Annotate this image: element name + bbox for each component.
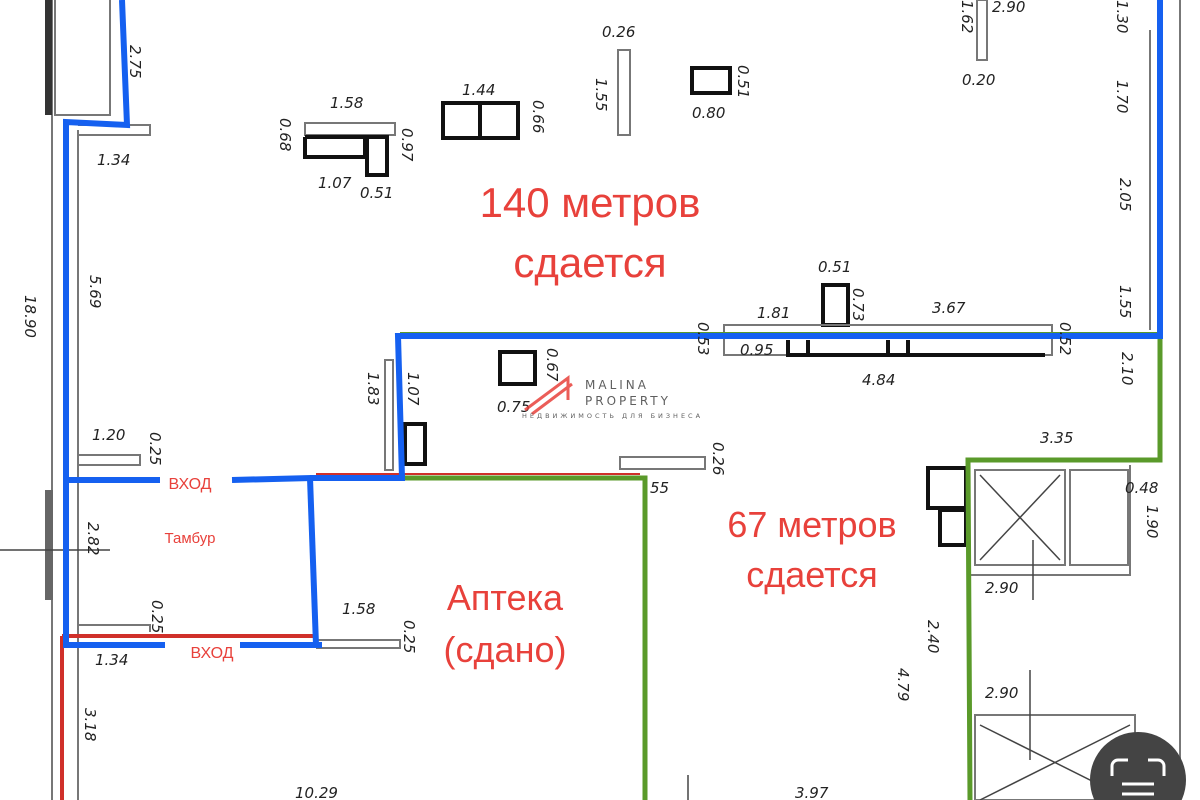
logo-tagline: НЕДВИЖИМОСТЬ ДЛЯ БИЗНЕСА <box>522 412 703 420</box>
dimension: 0.80 <box>692 104 725 122</box>
dimension: 2.82 <box>84 522 102 555</box>
dimension: 2.90 <box>992 0 1025 16</box>
dimension: 0.51 <box>818 258 851 276</box>
dimension: 1.55 <box>592 78 610 111</box>
dimension: 0.25 <box>146 432 164 465</box>
scan-text-button[interactable] <box>1090 732 1186 800</box>
dimension: 4.84 <box>862 371 895 389</box>
dimension: 0.95 <box>740 341 773 359</box>
dimension: 2.05 <box>1116 178 1134 211</box>
zone-pharmacy-outline <box>60 473 640 800</box>
dimension: 0.26 <box>709 442 727 475</box>
dimension: 1.30 <box>1113 0 1131 33</box>
vestibule-label: Тамбур <box>165 530 216 547</box>
dimension: 1.34 <box>95 651 128 669</box>
dimension: 0.66 <box>529 100 547 133</box>
dimension: 1.83 <box>364 372 382 405</box>
dimension: 4.79 <box>894 668 912 701</box>
dimension: 3.67 <box>932 299 966 317</box>
dimension: 1.07 <box>318 174 352 192</box>
dimension: 1.55 <box>1116 285 1134 318</box>
furniture <box>303 66 1053 547</box>
logo-mark-icon <box>524 375 573 416</box>
logo-line2: PROPERTY <box>585 394 671 408</box>
dimension: 0.97 <box>398 128 416 162</box>
dimension: 1.62 <box>958 0 976 33</box>
dimension: 1.07 <box>404 372 422 406</box>
dimension: 0.53 <box>694 322 712 355</box>
dimension: 0.48 <box>1125 479 1158 497</box>
dimension: 0.68 <box>276 118 294 151</box>
pharmacy-status-label: (сдано) <box>444 629 567 670</box>
dimension: 0.25 <box>148 600 166 633</box>
dimension: 0.20 <box>962 71 995 89</box>
dimension: 2.90 <box>985 579 1018 597</box>
entrance-label: ВХОД <box>168 476 211 493</box>
zone-140-area-label: 140 метров <box>480 179 701 226</box>
watermark-logo: MALINA PROPERTY НЕДВИЖИМОСТЬ ДЛЯ БИЗНЕСА <box>522 375 703 420</box>
dimension: 1.81 <box>757 304 790 322</box>
zone-140-outline <box>63 0 1163 648</box>
dimension: 2.10 <box>1118 352 1136 385</box>
dimension: 3.35 <box>1040 429 1073 447</box>
dimension: 0.51 <box>734 65 752 98</box>
dimension: 1.20 <box>92 426 125 444</box>
dimension: 3.97 <box>795 784 829 800</box>
dimension: 1.34 <box>97 151 130 169</box>
dimension: 0.73 <box>849 288 867 321</box>
dimension: 1.58 <box>330 94 363 112</box>
dimension: 0.25 <box>400 620 418 653</box>
dimension: 0.51 <box>360 184 393 202</box>
dimension: 1.44 <box>462 81 495 99</box>
dimension: 5.69 <box>86 275 104 308</box>
dimension: 1.70 <box>1113 80 1131 113</box>
dimension: 0.75 <box>497 398 530 416</box>
dimension: 10.29 <box>295 784 338 800</box>
scan-text-icon <box>1110 758 1166 796</box>
pharmacy-label: Аптека <box>447 577 564 618</box>
dimension: 0.67 <box>543 348 561 382</box>
zone-140-status-label: сдается <box>513 239 666 286</box>
dimension: 55 <box>650 479 669 497</box>
dimension: 0.52 <box>1056 322 1074 355</box>
dimension: 2.75 <box>126 45 144 78</box>
zone-67-status-label: сдается <box>746 554 877 595</box>
zone-67-area-label: 67 метров <box>727 504 896 545</box>
dimension: 1.90 <box>1143 505 1161 538</box>
dimension: 2.90 <box>985 684 1018 702</box>
dimension: 1.58 <box>342 600 375 618</box>
entrance-label: ВХОД <box>190 645 233 662</box>
dimension: 2.40 <box>924 620 942 653</box>
zone-labels: 140 метров сдается 67 метров сдается Апт… <box>165 179 897 670</box>
dimension-labels: 2.75 1.34 5.69 18.90 1.20 0.25 2.82 0.25… <box>21 0 1161 800</box>
dimension: 0.26 <box>602 23 635 41</box>
logo-line1: MALINA <box>585 378 649 392</box>
dimension: 18.90 <box>21 295 39 338</box>
dimension: 3.18 <box>81 708 99 741</box>
